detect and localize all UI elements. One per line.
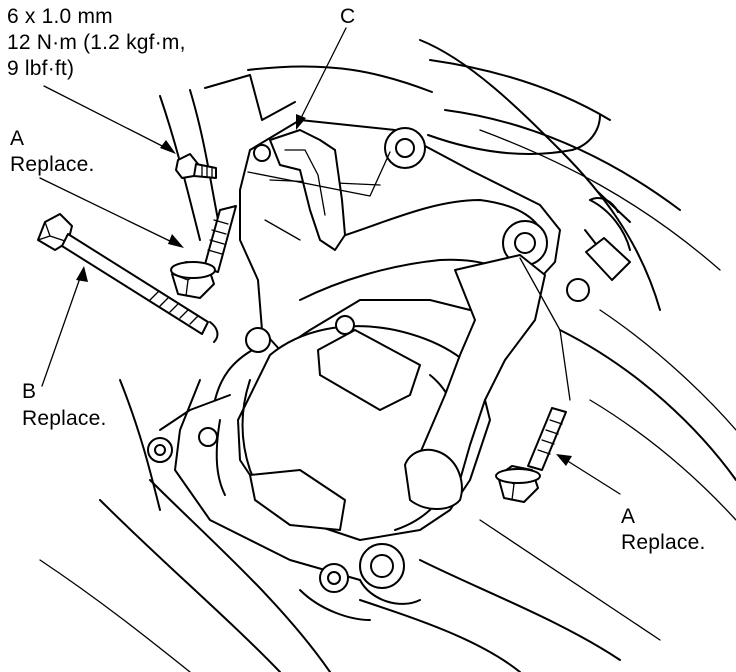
callout-a-top-note: Replace. <box>10 153 95 176</box>
torque-spec-line-1: 6 x 1.0 mm <box>7 5 113 28</box>
callout-a-bottom-letter: A <box>621 505 636 528</box>
bracket-c <box>253 129 346 251</box>
callout-b-letter: B <box>22 380 37 403</box>
right-fitting <box>566 197 631 302</box>
torque-spec-line-2: 12 N·m (1.2 kgf·m, <box>7 31 186 54</box>
callout-c-letter: C <box>340 5 356 28</box>
leader-lines <box>39 27 621 495</box>
bolt-a-upper <box>170 205 237 299</box>
torque-spec-line-3: 9 lbf·ft) <box>7 57 75 80</box>
callout-a-bottom-note: Replace. <box>621 531 706 554</box>
bolt-a-lower <box>495 407 567 503</box>
callout-a-top-letter: A <box>10 127 25 150</box>
background-structure <box>39 39 736 672</box>
bolt-small <box>175 153 217 179</box>
lower-stay <box>299 254 546 621</box>
callout-b-note: Replace. <box>22 407 107 430</box>
bolt-b <box>37 213 219 343</box>
